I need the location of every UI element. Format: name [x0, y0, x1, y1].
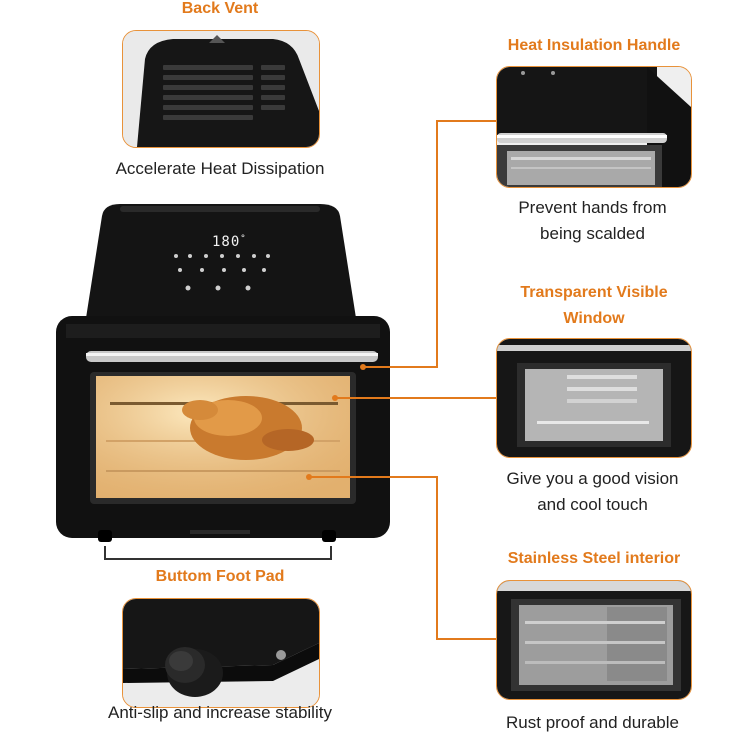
window-caption-line2: and cool touch: [537, 495, 648, 514]
interior-connector-bottom: [436, 638, 496, 640]
foot-pad-bracket-left: [104, 546, 106, 560]
interior-connector-v: [436, 476, 438, 640]
chicken-icon: [182, 396, 314, 460]
handle-connector-dot: [360, 364, 366, 370]
interior-connector-dot: [306, 474, 312, 480]
back-vent-photo: [122, 30, 320, 148]
interior-connector-h: [310, 476, 438, 478]
window-caption-line1: Give you a good vision: [506, 469, 679, 488]
handle-connector-v: [436, 120, 438, 368]
back-vent-title: Back Vent: [181, 0, 259, 17]
temperature-display: 180°: [212, 234, 262, 252]
window-connector: [336, 397, 496, 399]
temperature-unit: °: [240, 234, 247, 244]
window-photo: [496, 338, 692, 458]
handle-photo: [496, 66, 692, 188]
foot-pad-bracket-right: [330, 546, 332, 560]
handle-connector-bottom: [362, 366, 438, 368]
interior-caption: Rust proof and durable: [506, 713, 679, 732]
foot-pad-photo: [122, 598, 320, 708]
temperature-value: 180: [212, 234, 241, 250]
handle-caption-line2: being scalded: [540, 224, 645, 243]
interior-title: Stainless Steel interior: [507, 550, 681, 567]
back-vent-caption: Accelerate Heat Dissipation: [115, 159, 325, 178]
vent-icon: [163, 65, 285, 120]
window-title-line2: Window: [563, 310, 625, 327]
foot-pad-bracket-h: [104, 558, 332, 560]
handle-connector-top: [436, 120, 496, 122]
air-fryer-oven: [50, 200, 395, 545]
handle-title: Heat Insulation Handle: [507, 37, 681, 54]
interior-photo: [496, 580, 692, 700]
handle-caption-line1: Prevent hands from: [518, 198, 667, 217]
window-connector-dot: [332, 395, 338, 401]
knob-icon: [165, 647, 223, 697]
foot-pad-caption: Anti-slip and increase stability: [108, 703, 332, 722]
touch-control-panel: [168, 248, 274, 298]
window-title-line1: Transparent Visible: [520, 284, 668, 301]
foot-pad-title: Buttom Foot Pad: [155, 568, 285, 585]
